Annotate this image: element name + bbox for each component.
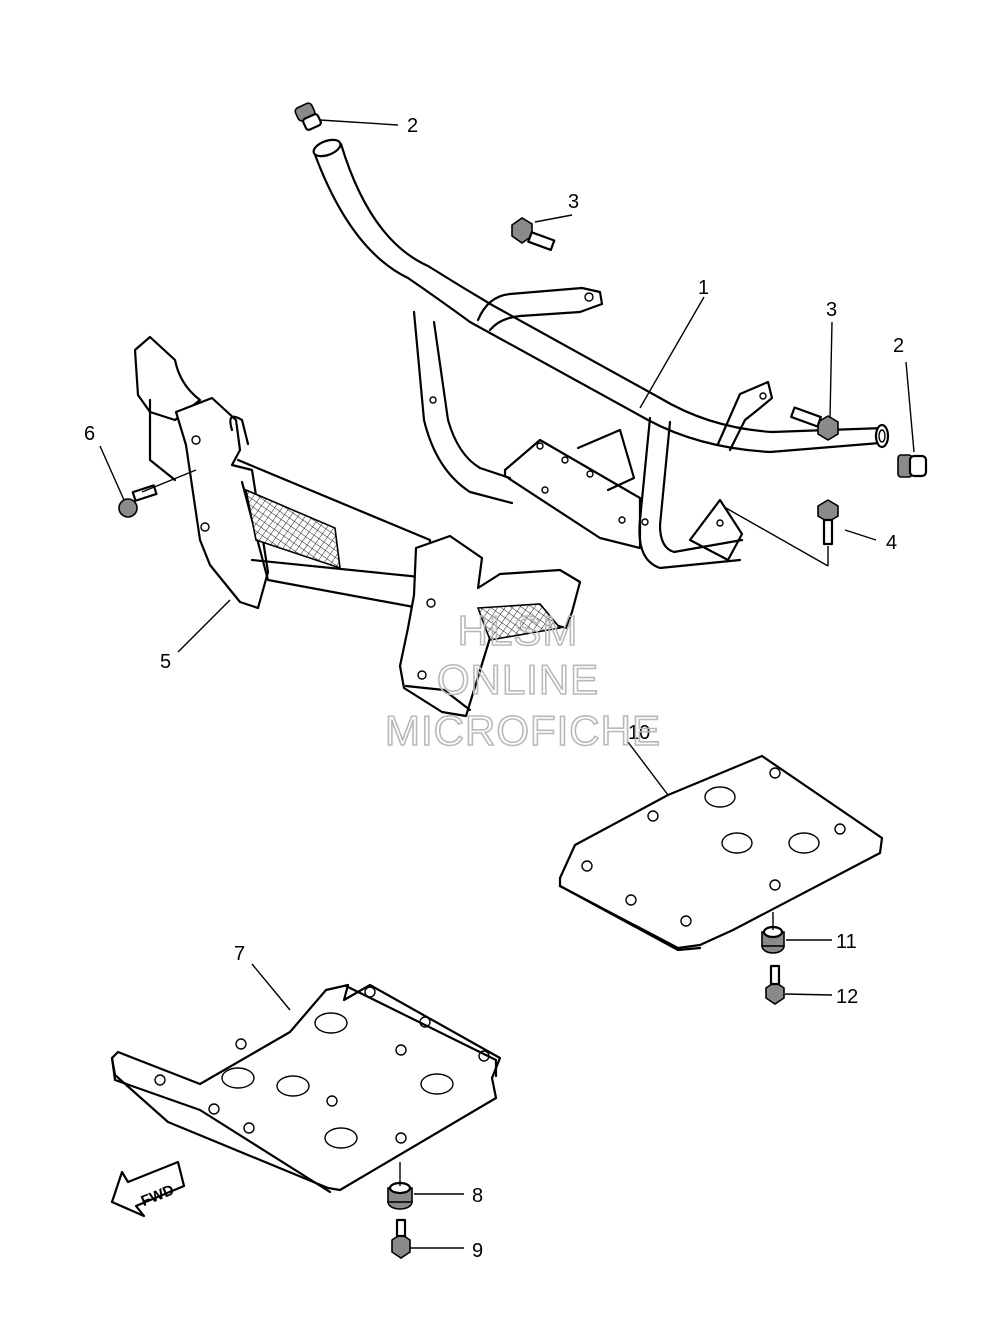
grommet-icon [387, 1181, 413, 1210]
bolt-icon [817, 499, 839, 546]
front-guard [133, 335, 582, 718]
forward-arrow-icon: FWD [110, 1160, 186, 1218]
callout-9: 9 [472, 1240, 483, 1262]
screw-icon [118, 484, 158, 518]
callout-12: 12 [836, 986, 858, 1008]
callout-2-right: 2 [893, 335, 904, 357]
skid-plate-lower [110, 983, 502, 1194]
plug-cap-icon [294, 102, 322, 131]
watermark-line-3: MICROFICHE [385, 707, 661, 754]
callout-8: 8 [472, 1185, 483, 1207]
callout-11: 11 [836, 931, 857, 953]
callouts: 1 2 2 3 3 4 5 6 7 8 9 10 11 12 [84, 115, 904, 1262]
callout-7: 7 [234, 943, 245, 965]
bolt-icon [391, 1218, 411, 1259]
grommet-icon [761, 925, 785, 954]
callout-2-upper: 2 [407, 115, 418, 137]
watermark-line-2: ONLINE [437, 656, 599, 703]
watermark: HLSM ONLINE MICROFICHE [384, 606, 661, 755]
callout-5: 5 [160, 651, 171, 673]
bolt-icon [765, 964, 785, 1005]
callout-1: 1 [698, 277, 709, 299]
plug-cap-icon [897, 454, 928, 478]
skid-plate-upper [558, 754, 884, 952]
callout-4: 4 [886, 532, 897, 554]
callout-10: 10 [628, 722, 650, 744]
watermark-line-1: HLSM [458, 607, 579, 654]
callout-6: 6 [84, 423, 95, 445]
callout-3-right: 3 [826, 299, 837, 321]
flange-bolt-icon [790, 406, 839, 441]
flange-bolt-icon [511, 217, 556, 252]
callout-3-upper: 3 [568, 191, 579, 213]
bumper-frame [312, 138, 890, 570]
leader-lines [99, 119, 915, 1249]
